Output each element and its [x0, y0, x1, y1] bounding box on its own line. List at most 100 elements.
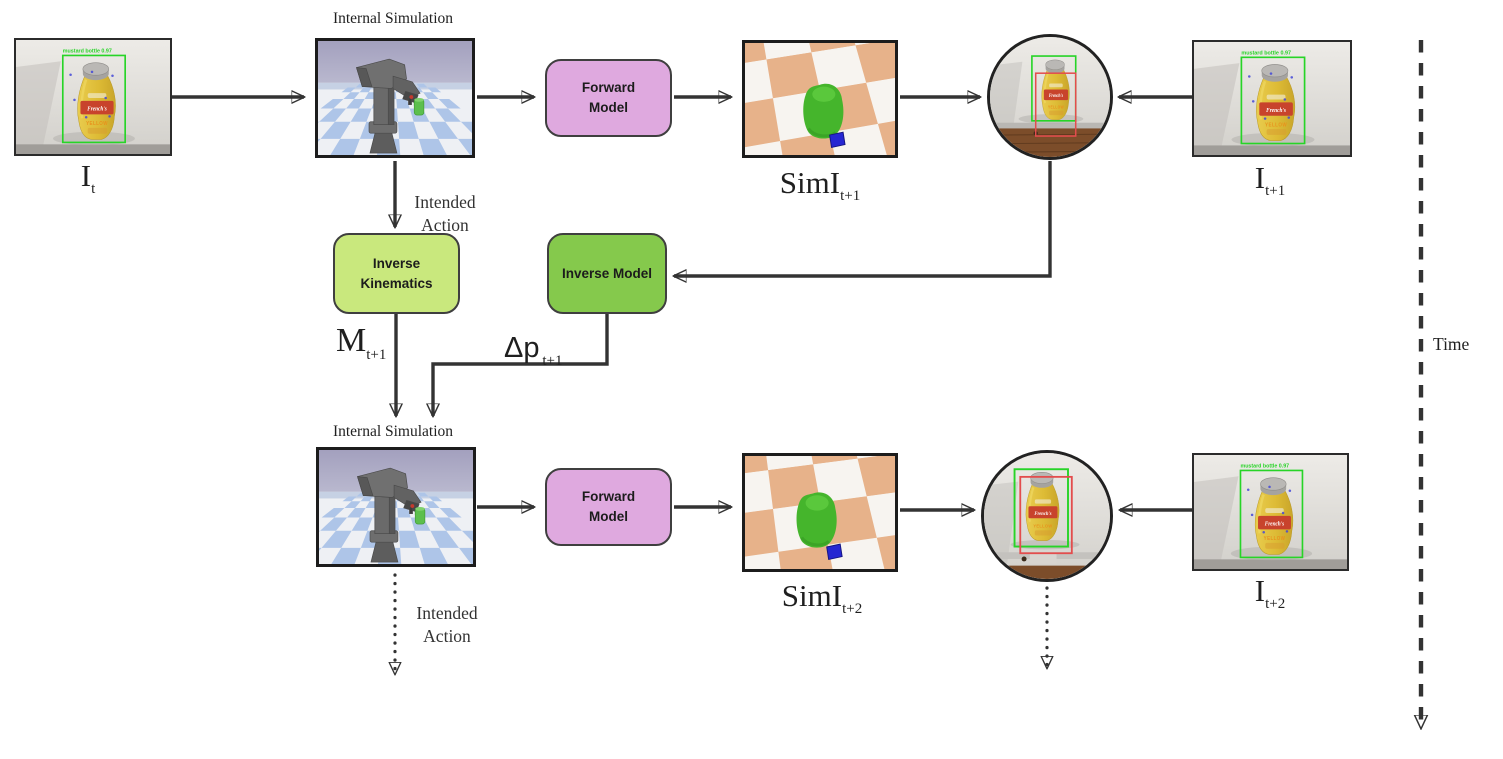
label-m-t1: Mt+1 [336, 322, 386, 364]
floor-tile [343, 92, 360, 99]
forward-model-2-label: Forward Model [581, 489, 636, 524]
internal-simulation-2-title: Internal Simulation [332, 423, 454, 440]
floor-tile [397, 507, 411, 518]
floor-tile [341, 87, 356, 93]
forward-model-1: Forward Model [545, 59, 672, 137]
label-simi-t1: SimIt+1 [720, 165, 920, 205]
label-i-t2: It+2 [1190, 573, 1350, 613]
floor-tile [320, 121, 351, 139]
floor-tile [427, 87, 442, 93]
inverse-kinematics-box: Inverse Kinematics [333, 233, 460, 314]
floor-tile [439, 507, 462, 518]
floor-tile [359, 87, 372, 93]
photo-i-t: mustard bottle 0.97 [14, 38, 172, 156]
comparison-node-1-content [990, 37, 1110, 157]
floor-tile [319, 108, 347, 122]
internal-simulation-1-viewport [315, 38, 475, 158]
floor-tile [428, 496, 443, 502]
floor-tile [321, 507, 345, 518]
floor-tile [397, 121, 419, 139]
label-i-t: It [28, 158, 148, 198]
floor-tile [460, 121, 472, 134]
label-simi-t1-sub: t+1 [840, 188, 861, 205]
floor-tile [430, 530, 460, 548]
floor-tile [461, 530, 473, 543]
floor-tile [350, 108, 372, 122]
detection-label: mustard bottle 0.97 [1240, 464, 1289, 470]
forward-model-1-label: Forward Model [581, 80, 636, 115]
floor-tile [438, 98, 461, 109]
floor-tile [320, 517, 348, 531]
robot-arm-2 [357, 467, 426, 563]
label-m-sub: t+1 [366, 346, 387, 363]
label-i-t-base: I [80, 158, 92, 193]
sim-image-t1 [742, 40, 898, 158]
arrow-compare1-to-inverse-model [674, 161, 1052, 276]
floor-tile [396, 98, 410, 109]
comparison-node-2-content [984, 453, 1110, 579]
floor-tile [318, 121, 320, 123]
label-i-t2-base: I [1254, 573, 1266, 608]
floor-tile [435, 108, 461, 122]
floor-tile [351, 517, 373, 531]
floor-tile [331, 547, 361, 564]
floor-tile [418, 138, 447, 155]
detection-label: mustard bottle 0.97 [63, 49, 112, 55]
robot-arm-1 [356, 58, 425, 154]
label-i-t1-sub: t+1 [1265, 183, 1286, 200]
bounding-box-green [61, 54, 126, 144]
intended-action-label-1: Intended Action [414, 192, 476, 235]
label-m-base: M [336, 322, 367, 359]
label-i-t1-base: I [1254, 160, 1266, 195]
internal-simulation-1-title: Internal Simulation [332, 10, 454, 27]
comparison-node-2 [981, 450, 1113, 582]
floor-tile [398, 530, 420, 548]
label-i-t1: It+1 [1190, 160, 1350, 200]
sim-image-t1-objects [801, 82, 846, 148]
detection-label: mustard bottle 0.97 [1241, 51, 1291, 57]
bounding-box-green [1239, 469, 1304, 559]
forward-model-2: Forward Model [545, 468, 672, 546]
bounding-box-green [1240, 56, 1306, 145]
floor-tile [360, 496, 373, 502]
label-simi-t2: SimIt+2 [722, 578, 922, 618]
floor-tile [436, 517, 462, 531]
inverse-kinematics-label: Inverse Kinematics [360, 255, 433, 291]
floor-tile [319, 530, 321, 532]
floor-tile [424, 501, 440, 508]
floor-tile [320, 98, 344, 109]
floor-tile [342, 496, 357, 502]
sim-image-t2-objects [795, 490, 843, 560]
floor-tile [344, 501, 361, 508]
floor-tile [458, 138, 472, 155]
floor-tile [423, 92, 439, 99]
floor-tile [346, 98, 365, 109]
inverse-model-label: Inverse Model [561, 265, 653, 281]
bounding-box-red [1019, 475, 1073, 555]
photo-i-t1-content: mustard bottle 0.97 [1194, 42, 1350, 155]
label-i-t2-sub: t+2 [1265, 596, 1286, 613]
time-axis-label: Time [1433, 334, 1470, 354]
label-simi-t2-sub: t+2 [842, 601, 863, 618]
floor-tile [321, 530, 352, 548]
bounding-box-red [1034, 72, 1077, 137]
internal-simulation-2-viewport [316, 447, 476, 567]
inverse-model-box: Inverse Model [547, 233, 667, 314]
comparison-node-1 [987, 34, 1113, 160]
floor-tile [429, 121, 459, 139]
sim-image-t2 [742, 453, 898, 572]
label-dp-t1: Δp t+1 [504, 328, 562, 370]
label-simi-t1-base: SimI [779, 165, 841, 200]
label-i-t-sub: t [91, 181, 96, 198]
label-simi-t2-base: SimI [781, 578, 843, 613]
bounding-box-green [1013, 468, 1069, 548]
label-dp-sub: t+1 [542, 352, 563, 369]
floor-tile [419, 547, 448, 564]
floor-tile [330, 138, 360, 155]
floor-tile [416, 83, 428, 88]
photo-i-t2: mustard bottle 0.97 [1192, 453, 1349, 571]
floor-tile [417, 492, 429, 497]
photo-i-t1: mustard bottle 0.97 [1192, 40, 1352, 157]
